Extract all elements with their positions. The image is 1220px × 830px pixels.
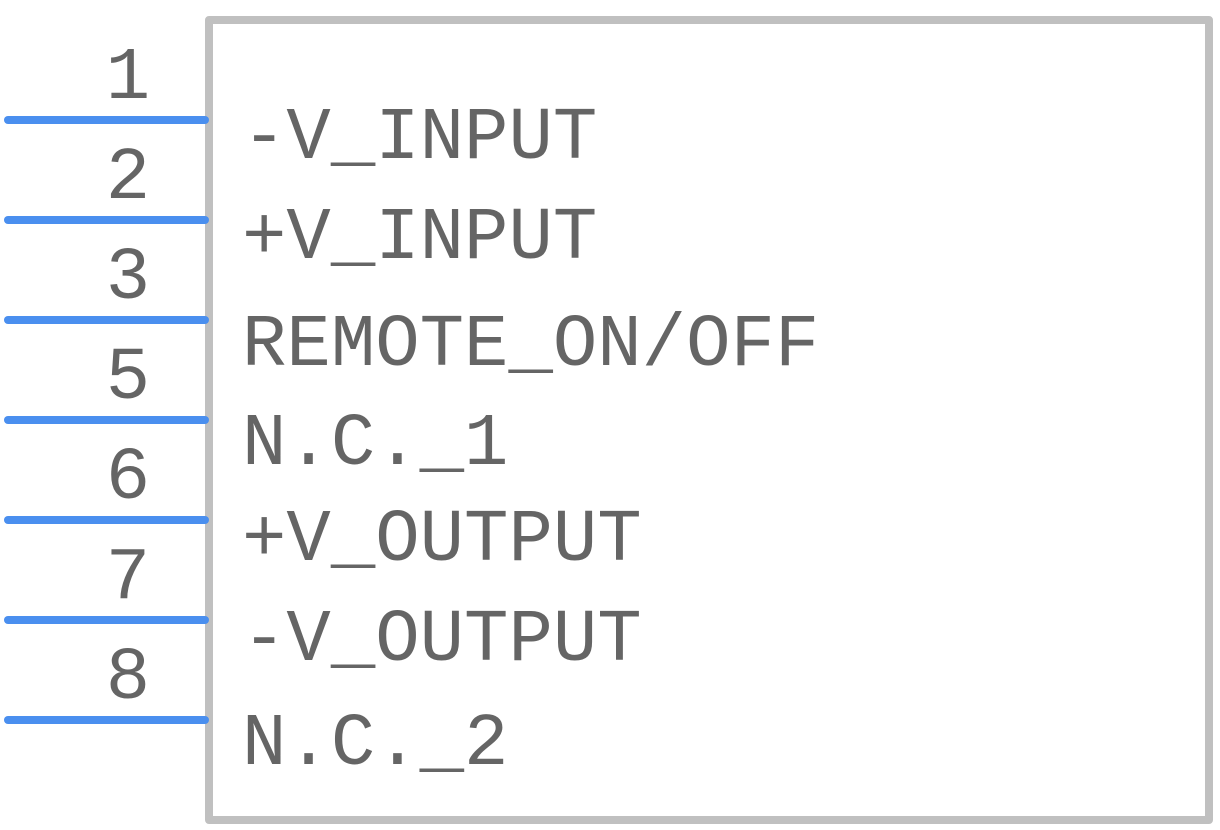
pin-name-5: N.C._1: [242, 403, 508, 487]
pin-name-7: -V_OUTPUT: [242, 599, 642, 683]
pin-number-3: 3: [106, 237, 150, 321]
pin-3: 3 REMOTE_ON/OFF: [4, 237, 819, 388]
pin-2: 2 +V_INPUT: [4, 137, 597, 281]
pin-number-5: 5: [106, 337, 150, 421]
pin-number-6: 6: [106, 437, 150, 521]
pin-6: 6 +V_OUTPUT: [4, 437, 642, 583]
pin-group: 1 -V_INPUT 2 +V_INPUT 3 REMOTE_ON/OFF 5 …: [4, 37, 819, 787]
pin-8: 8 N.C._2: [4, 637, 508, 787]
pin-number-1: 1: [106, 37, 150, 121]
pin-number-7: 7: [106, 537, 150, 621]
pin-5: 5 N.C._1: [4, 337, 508, 487]
pin-1: 1 -V_INPUT: [4, 37, 597, 181]
pin-name-3: REMOTE_ON/OFF: [242, 304, 819, 388]
pin-name-1: -V_INPUT: [242, 97, 597, 181]
pin-name-8: N.C._2: [242, 703, 508, 787]
pin-name-6: +V_OUTPUT: [242, 499, 642, 583]
component-body: [205, 16, 1213, 824]
pin-name-2: +V_INPUT: [242, 197, 597, 281]
pin-number-8: 8: [106, 637, 150, 721]
pin-7: 7 -V_OUTPUT: [4, 537, 642, 683]
pin-number-2: 2: [106, 137, 150, 221]
